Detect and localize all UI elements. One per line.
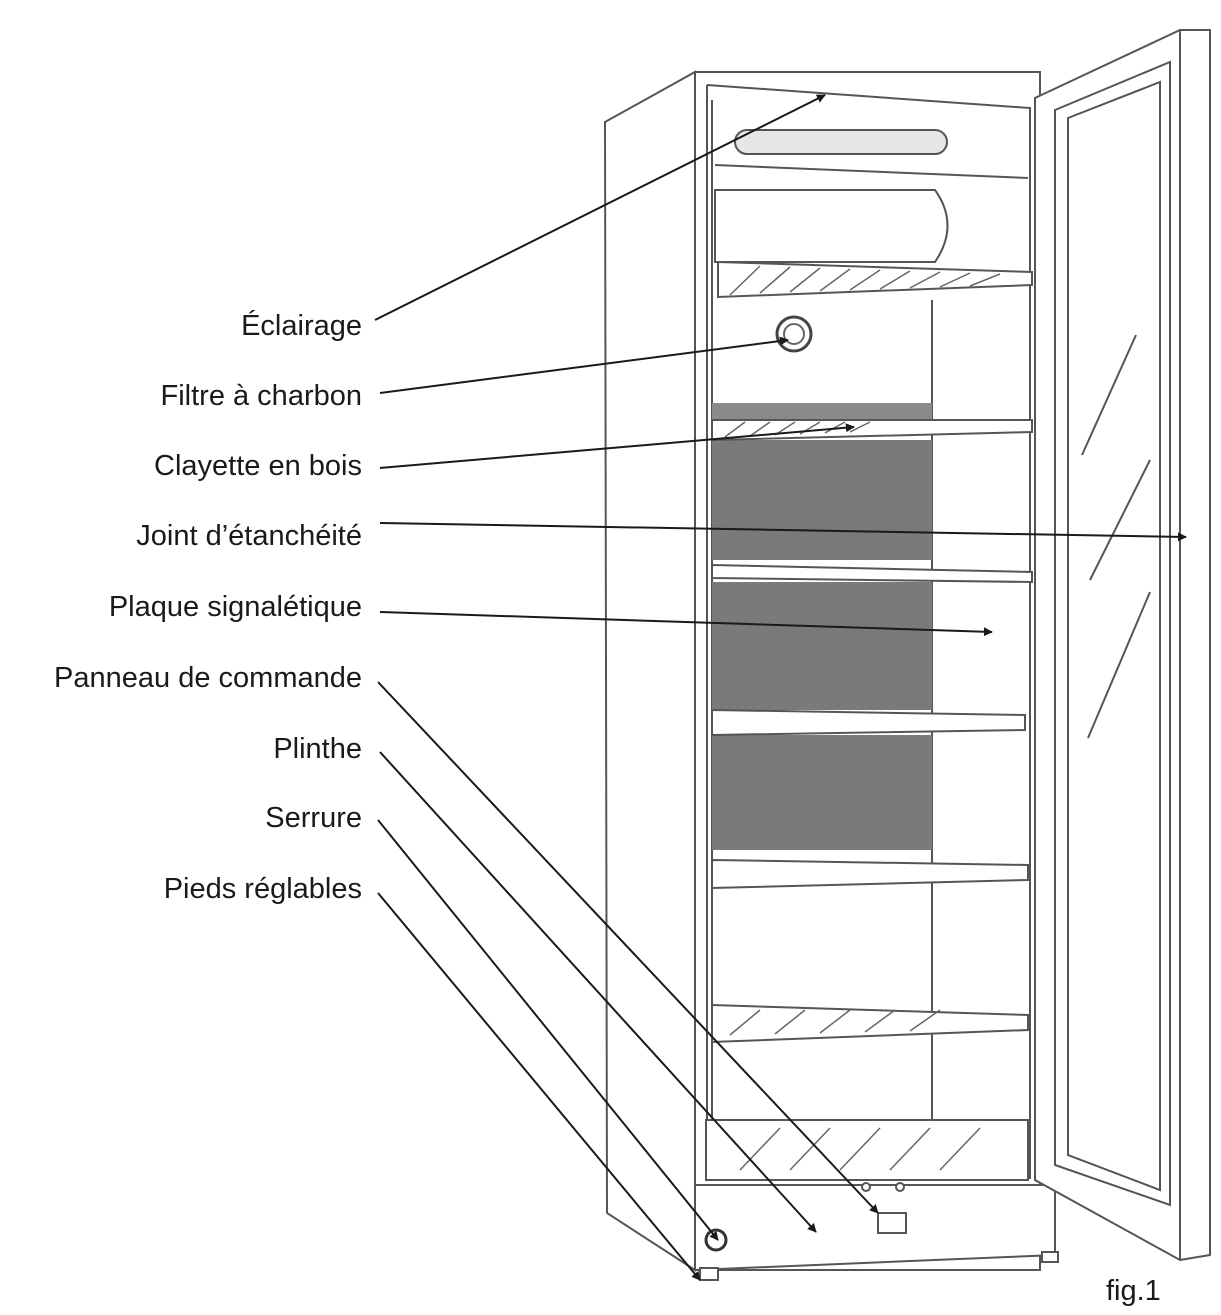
shelves	[705, 260, 1033, 1181]
carbon-filter	[775, 315, 813, 353]
shelf-hatching	[724, 265, 1001, 1171]
feet	[699, 1251, 1059, 1281]
arrow-plaque	[379, 611, 993, 637]
glass-door	[1034, 29, 1211, 1262]
shelf-6	[711, 1003, 1029, 1044]
arrow-serrure	[377, 819, 719, 1241]
plinth	[694, 1182, 1056, 1272]
label-plaque-signaletique: Plaque signalétique	[108, 591, 362, 623]
label-clayette-bois: Clayette en bois	[154, 450, 362, 482]
arrow-plinthe	[379, 751, 817, 1233]
shelf-7	[705, 1119, 1029, 1181]
arrow-eclairage	[374, 94, 826, 321]
back-panel	[712, 403, 932, 850]
lock	[704, 1228, 728, 1252]
label-panneau-commande: Panneau de commande	[54, 662, 362, 694]
label-filtre-charbon: Filtre à charbon	[160, 380, 363, 412]
shelf-3	[711, 563, 1033, 584]
arrow-joint	[379, 522, 1187, 542]
glass-reflection	[1081, 334, 1151, 739]
arrow-clayette	[379, 423, 855, 469]
label-eclairage: Éclairage	[241, 310, 362, 342]
fan-housing	[714, 189, 949, 263]
lighting-strip	[714, 129, 1029, 179]
figure-label: fig.1	[1106, 1275, 1161, 1307]
label-joint-etancheite: Joint d’étanchéité	[136, 520, 362, 552]
shelf-4	[711, 708, 1026, 737]
shelf-1	[717, 260, 1033, 299]
arrow-filtre	[379, 336, 789, 394]
shelf-2	[711, 419, 1033, 442]
arrow-pieds	[377, 892, 701, 1281]
shelf-5	[711, 858, 1029, 890]
arrow-panneau	[377, 681, 879, 1214]
leader-lines	[374, 94, 1187, 1281]
label-plinthe: Plinthe	[273, 733, 362, 765]
label-serrure: Serrure	[265, 802, 362, 834]
label-pieds-reglables: Pieds réglables	[163, 873, 362, 905]
